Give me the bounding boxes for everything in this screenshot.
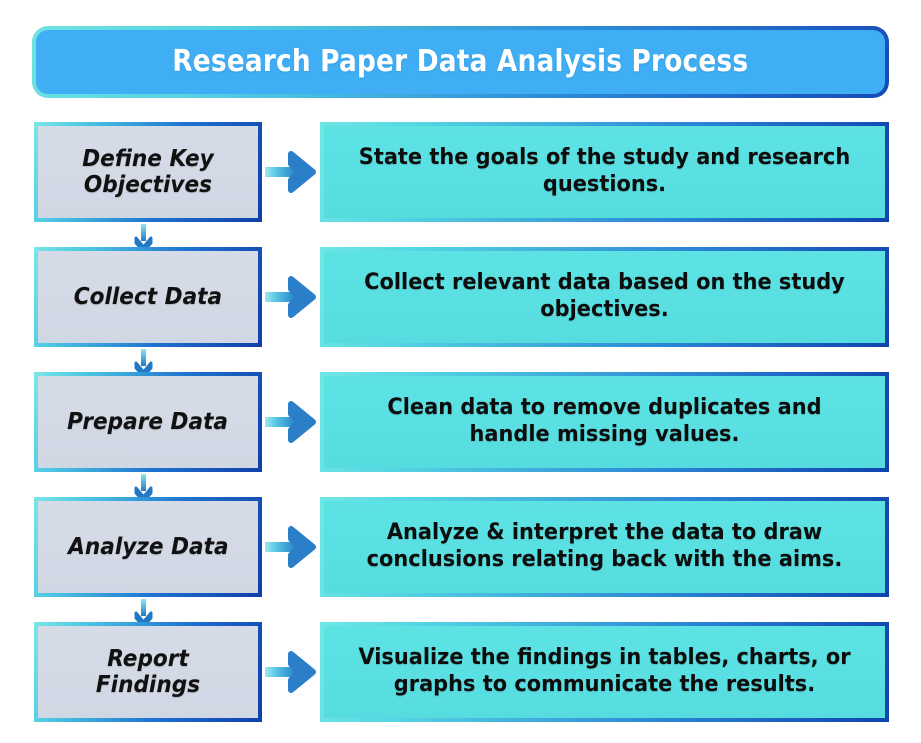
- arrow-down-icon: [132, 474, 156, 503]
- step-label-5: Report Findings: [95, 645, 201, 698]
- arrow-right-icon: [265, 525, 319, 569]
- step-box-4[interactable]: Analyze Data: [34, 497, 262, 597]
- description-box-2[interactable]: Collect relevant data based on the study…: [320, 247, 889, 347]
- arrow-down-icon: [132, 599, 156, 628]
- arrow-down-icon: [132, 224, 156, 253]
- description-box-5[interactable]: Visualize the findings in tables, charts…: [320, 622, 889, 722]
- arrow-right-icon: [265, 150, 319, 194]
- step-label-2: Collect Data: [73, 283, 223, 310]
- step-box-1[interactable]: Define Key Objectives: [34, 122, 262, 222]
- step-box-2[interactable]: Collect Data: [34, 247, 262, 347]
- description-text-1: State the goals of the study and researc…: [358, 145, 851, 197]
- page-title: Research Paper Data Analysis Process: [172, 44, 749, 79]
- description-box-3[interactable]: Clean data to remove duplicates and hand…: [320, 372, 889, 472]
- arrow-right-icon: [265, 400, 319, 444]
- diagram-title-banner: Research Paper Data Analysis Process: [32, 26, 889, 98]
- step-box-5[interactable]: Report Findings: [34, 622, 262, 722]
- description-text-2: Collect relevant data based on the study…: [364, 270, 845, 322]
- step-label-3: Prepare Data: [67, 408, 229, 435]
- description-text-5: Visualize the findings in tables, charts…: [358, 645, 851, 697]
- description-text-3: Clean data to remove duplicates and hand…: [387, 395, 822, 447]
- step-label-1: Define Key Objectives: [82, 145, 214, 198]
- arrow-right-icon: [265, 275, 319, 319]
- step-box-3[interactable]: Prepare Data: [34, 372, 262, 472]
- arrow-down-icon: [132, 349, 156, 378]
- description-box-1[interactable]: State the goals of the study and researc…: [320, 122, 889, 222]
- step-label-4: Analyze Data: [67, 533, 229, 560]
- description-text-4: Analyze & interpret the data to draw con…: [366, 520, 843, 572]
- arrow-right-icon: [265, 650, 319, 694]
- description-box-4[interactable]: Analyze & interpret the data to draw con…: [320, 497, 889, 597]
